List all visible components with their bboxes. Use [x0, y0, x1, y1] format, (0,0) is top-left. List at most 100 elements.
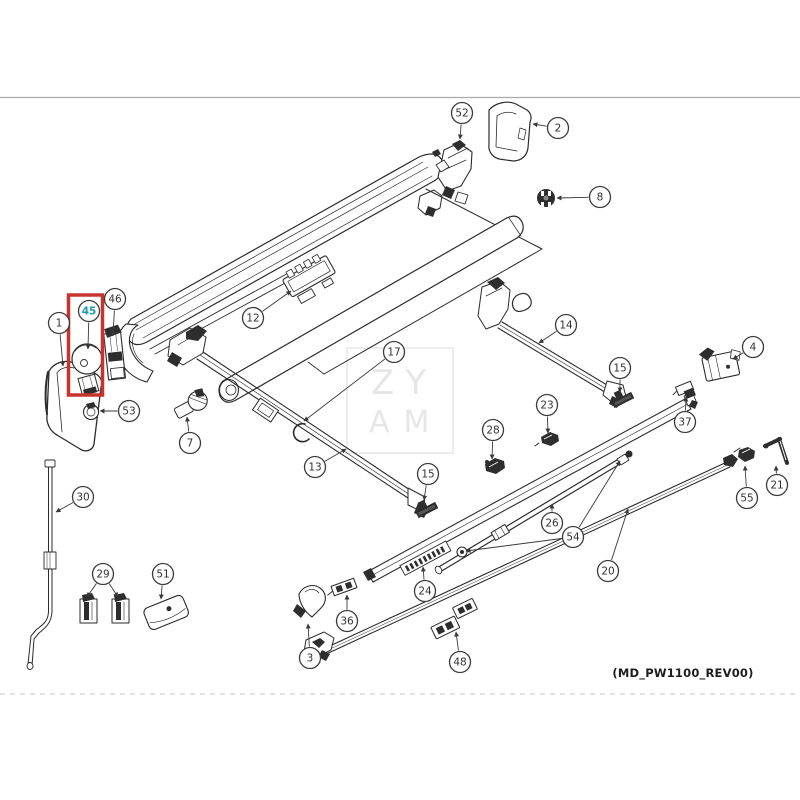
part-15-bracket-right	[611, 389, 635, 409]
part-12-mount-bracket	[282, 253, 336, 304]
part-52-bracket	[432, 140, 473, 205]
balloon-number-28: 28	[486, 425, 499, 437]
balloon-48: 48	[448, 631, 472, 674]
balloon-number-13: 13	[308, 462, 321, 474]
balloon-layer: 1234781213141515172021232426282930363745…	[47, 101, 789, 674]
balloon-circle-13	[303, 455, 327, 479]
balloon-number-15: 15	[613, 363, 626, 375]
left-shoulder-bracket	[167, 325, 207, 367]
balloon-circle-36	[335, 609, 359, 633]
part-29-bracket-b	[111, 593, 130, 624]
balloon-circle-29	[91, 562, 115, 586]
balloon-number-23: 23	[540, 400, 553, 412]
part-28-clip	[485, 458, 505, 474]
awning-fabric	[307, 188, 543, 375]
leader-line-29	[86, 583, 97, 598]
lead-rail	[363, 393, 698, 583]
balloon-number-14: 14	[559, 320, 573, 332]
balloon-37: 37	[673, 396, 697, 434]
leader-line-30	[55, 502, 74, 513]
balloon-circle-15	[608, 356, 632, 380]
part-8-knob	[537, 189, 555, 207]
leader-line-1	[59, 334, 66, 367]
balloon-circle-7	[178, 431, 202, 455]
leader-line-15	[422, 485, 428, 501]
part-48-brackets	[430, 598, 478, 640]
balloon-circle-45	[77, 299, 101, 323]
balloon-29: 29	[86, 562, 119, 598]
part-29-bracket-a	[79, 593, 98, 624]
balloon-12: 12	[241, 290, 292, 330]
leader-line-7	[185, 416, 190, 432]
leader-line-48	[454, 631, 460, 651]
part-21-pin	[763, 437, 789, 465]
balloon-28: 28	[481, 418, 505, 460]
roller-tube	[218, 215, 524, 403]
leader-line-52	[457, 124, 463, 140]
balloon-30: 30	[55, 485, 95, 513]
part-15-bracket-left	[415, 499, 439, 519]
balloon-46: 46	[103, 287, 127, 337]
balloon-number-54: 54	[566, 532, 580, 544]
part-55-clip	[738, 447, 755, 462]
balloon-52: 52	[450, 101, 474, 140]
balloon-15: 15	[608, 356, 632, 393]
balloon-3: 3	[298, 623, 322, 670]
balloon-45: 45	[77, 299, 101, 350]
balloon-7: 7	[178, 416, 202, 455]
part-51-cover	[143, 594, 190, 631]
balloon-circle-53	[117, 399, 141, 423]
revision-label: (MD_PW1100_REV00)	[612, 666, 753, 681]
balloon-circle-1	[47, 311, 71, 335]
balloon-55: 55	[735, 465, 759, 510]
leader-line-3	[305, 623, 311, 647]
balloon-circle-54	[561, 525, 585, 549]
part-37-slider	[672, 380, 696, 399]
balloon-17: 17	[303, 340, 406, 422]
part-24-print-strip	[399, 540, 452, 576]
leader-line-37	[683, 396, 689, 411]
balloon-number-26: 26	[545, 518, 559, 530]
leader-line-4	[732, 352, 744, 360]
balloon-number-7: 7	[187, 438, 194, 450]
balloon-number-29: 29	[96, 569, 109, 581]
watermark-line2: AM	[369, 405, 443, 440]
balloon-number-17: 17	[387, 347, 400, 359]
part-46-bracket	[103, 324, 127, 381]
balloon-circle-51	[151, 562, 175, 586]
hook-clip	[292, 422, 310, 443]
leader-line-13	[324, 448, 347, 462]
balloon-51: 51	[151, 562, 175, 600]
leader-line-17	[303, 358, 386, 422]
balloon-circle-24	[413, 579, 437, 603]
balloon-circle-26	[540, 511, 564, 535]
tension-bar	[303, 447, 741, 661]
balloon-53: 53	[99, 399, 141, 423]
support-pole	[434, 450, 633, 575]
balloon-14: 14	[538, 313, 578, 344]
balloon-20: 20	[596, 508, 629, 583]
part-53-nut	[82, 402, 100, 421]
balloon-number-30: 30	[76, 492, 89, 504]
leader-line-29	[108, 583, 119, 598]
balloon-circle-8	[588, 185, 612, 209]
watermark: ZY AM	[346, 347, 454, 454]
teardrop-clip	[511, 292, 532, 313]
balloon-4: 4	[732, 335, 765, 360]
balloon-circle-4	[741, 335, 765, 359]
balloon-circle-15	[416, 462, 440, 486]
balloon-number-21: 21	[770, 480, 783, 492]
balloon-circle-21	[765, 473, 789, 497]
part-2-end-cover	[488, 101, 532, 162]
balloon-circle-52	[450, 101, 474, 125]
leader-line-28	[489, 441, 495, 460]
crank-rod	[26, 459, 57, 670]
balloon-number-20: 20	[601, 566, 614, 578]
balloon-number-55: 55	[740, 493, 753, 505]
balloon-circle-48	[448, 650, 472, 674]
balloon-number-1: 1	[56, 318, 63, 330]
balloon-number-46: 46	[108, 294, 122, 306]
balloon-number-53: 53	[122, 406, 135, 418]
balloon-circle-2	[546, 116, 570, 140]
